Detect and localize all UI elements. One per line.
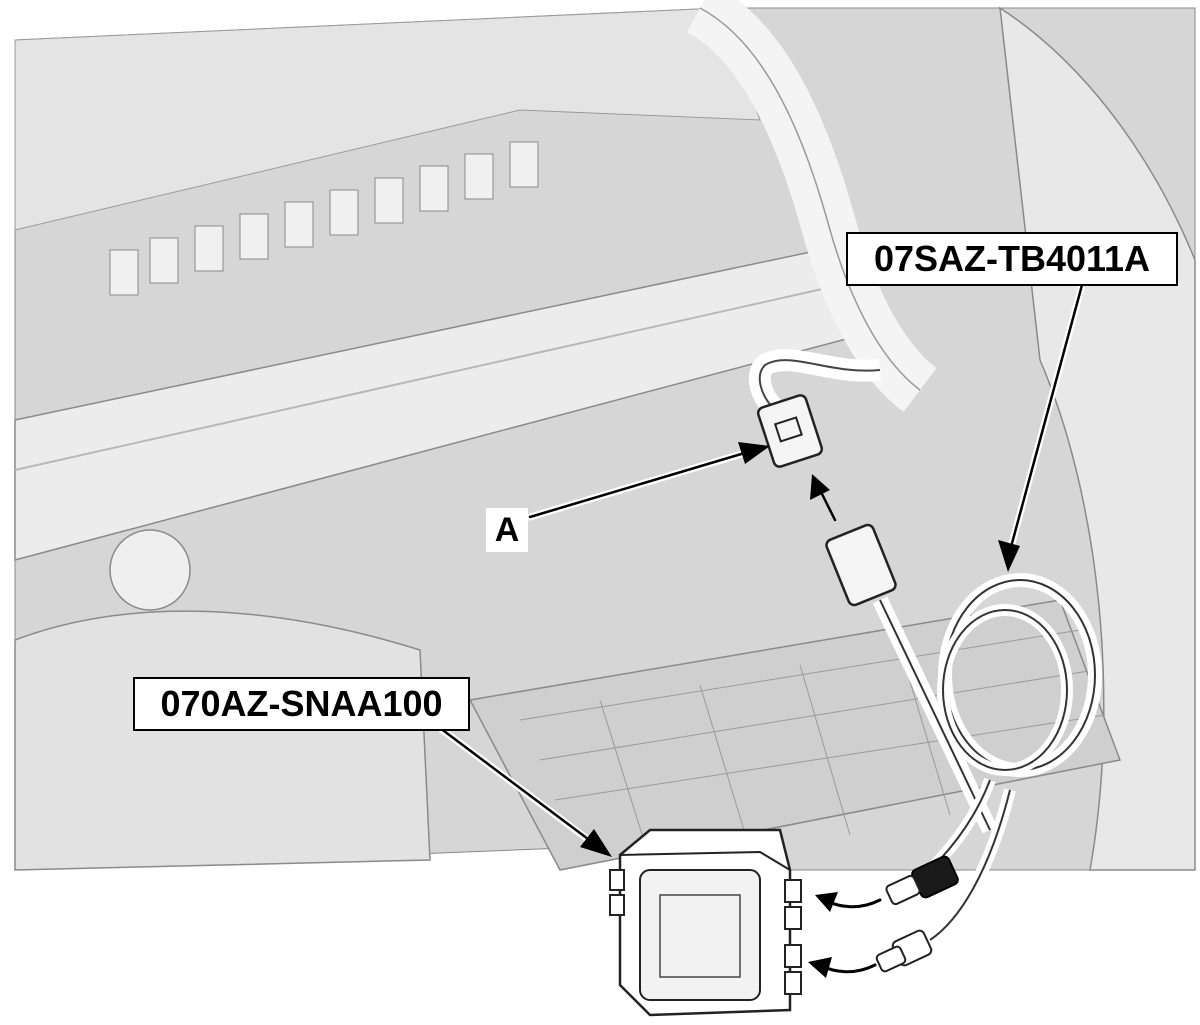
- vehicle-harness: [748, 349, 882, 418]
- test-plugs: [875, 855, 959, 973]
- callout-connector-a: A: [486, 508, 528, 552]
- leader-lines: [436, 281, 1086, 978]
- connect-arrow: [818, 488, 837, 522]
- connector-a: [756, 394, 824, 468]
- under-dash-background: [14, 0, 1196, 871]
- callout-tool-cable: 07SAZ-TB4011A: [846, 232, 1178, 286]
- callout-tool-box: 070AZ-SNAA100: [133, 677, 470, 731]
- tool-box: [609, 828, 802, 1017]
- tool-cable: [825, 523, 1102, 945]
